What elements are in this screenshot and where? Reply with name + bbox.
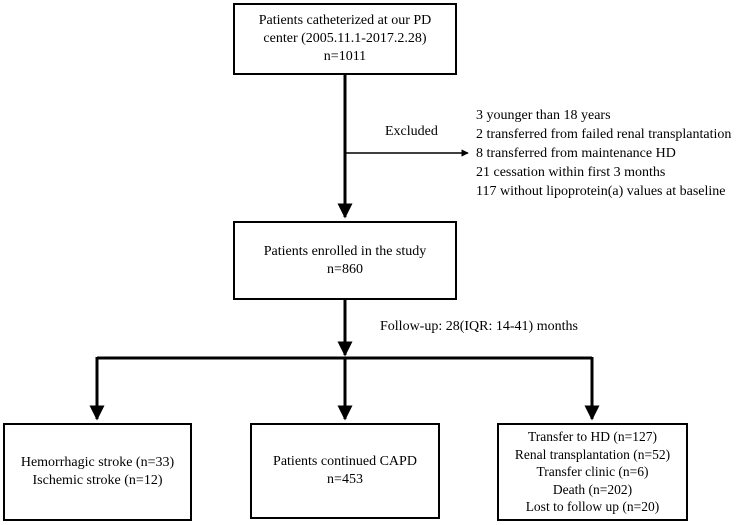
- exclusion-item: 2 transferred from failed renal transpla…: [476, 127, 732, 142]
- enrolled-patients-box: Patients enrolled in the study n=860: [233, 221, 457, 300]
- box-line: Patients enrolled in the study: [263, 243, 427, 259]
- box-line: n=1011: [323, 49, 367, 64]
- box-line: Transfer to HD (n=127): [528, 429, 657, 445]
- box-line: Patients continued CAPD: [273, 454, 417, 469]
- exclusion-list: 3 younger than 18 years 2 transferred fr…: [476, 106, 731, 201]
- stroke-outcome-box: Hemorrhagic stroke (n=33) Ischemic strok…: [3, 423, 192, 521]
- box-line: Patients catheterized at our PD: [258, 13, 432, 28]
- exclusion-item: 8 transferred from maintenance HD: [476, 146, 676, 161]
- box-line: Hemorrhagic stroke (n=33): [20, 455, 175, 470]
- box-line: Ischemic stroke (n=12): [32, 473, 163, 488]
- exclusion-item: 117 without lipoprotein(a) values at bas…: [476, 184, 726, 199]
- catheterized-patients-box: Patients catheterized at our PD center (…: [233, 3, 457, 75]
- continued-capd-box: Patients continued CAPD n=453: [250, 423, 440, 519]
- excluded-label: Excluded: [385, 124, 438, 139]
- box-line: Lost to follow up (n=20): [525, 499, 660, 515]
- box-line: Death (n=202): [552, 481, 633, 497]
- box-line: n=860: [327, 261, 363, 277]
- exclusion-item: 3 younger than 18 years: [476, 108, 611, 123]
- followup-label: Follow-up: 28(IQR: 14-41) months: [380, 319, 578, 334]
- other-outcomes-box: Transfer to HD (n=127) Renal transplanta…: [497, 423, 688, 521]
- box-line: center (2005.11.1-2017.2.28): [263, 31, 427, 46]
- box-line: Renal transplantation (n=52): [514, 446, 671, 462]
- exclusion-item: 21 cessation within first 3 months: [476, 165, 666, 180]
- box-line: n=453: [327, 472, 363, 487]
- box-line: Transfer clinic (n=6): [536, 464, 649, 480]
